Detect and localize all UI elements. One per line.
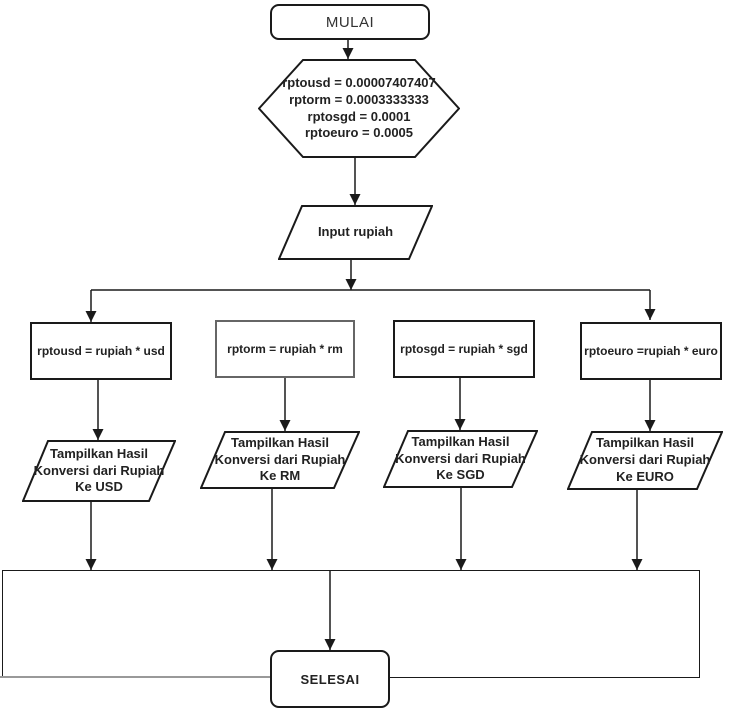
node-input-rupiah: Input rupiah	[278, 205, 433, 260]
start-label: MULAI	[325, 13, 375, 31]
parallelogram-shape	[278, 205, 433, 260]
node-end: SELESAI	[270, 650, 390, 708]
process-usd-label: rptousd = rupiah * usd	[37, 344, 165, 358]
hexagon-shape	[258, 59, 460, 158]
node-process-usd: rptousd = rupiah * usd	[30, 322, 172, 380]
node-output-euro: Tampilkan Hasil Konversi dari Rupiah Ke …	[567, 431, 723, 490]
node-process-euro: rptoeuro =rupiah * euro	[580, 322, 722, 380]
node-process-sgd: rptosgd = rupiah * sgd	[393, 320, 535, 378]
init-rates-text: rptousd = 0.00007407407 rptorm = 0.00033…	[258, 59, 460, 158]
input-rupiah-label: Input rupiah	[317, 224, 394, 240]
init-line: rptosgd = 0.0001	[307, 108, 411, 124]
node-output-usd: Tampilkan Hasil Konversi dari Rupiah Ke …	[22, 440, 176, 502]
output-euro-label: Tampilkan Hasil Konversi dari Rupiah Ke …	[579, 435, 711, 484]
parallelogram-shape	[567, 431, 723, 490]
parallelogram-shape	[200, 431, 360, 489]
process-euro-label: rptoeuro =rupiah * euro	[584, 344, 718, 358]
output-sgd-label: Tampilkan Hasil Konversi dari Rupiah Ke …	[395, 433, 526, 483]
parallelogram-shape	[383, 430, 538, 488]
node-output-rm: Tampilkan Hasil Konversi dari Rupiah Ke …	[200, 431, 360, 489]
parallelogram-shape	[22, 440, 176, 502]
node-init-rates: rptousd = 0.00007407407 rptorm = 0.00033…	[258, 59, 460, 158]
end-label: SELESAI	[300, 671, 360, 687]
node-start: MULAI	[270, 4, 430, 40]
output-usd-label: Tampilkan Hasil Konversi dari Rupiah Ke …	[33, 445, 165, 495]
node-output-sgd: Tampilkan Hasil Konversi dari Rupiah Ke …	[383, 430, 538, 488]
process-sgd-label: rptosgd = rupiah * sgd	[400, 342, 528, 356]
init-line: rptorm = 0.0003333333	[289, 91, 429, 107]
process-rm-label: rptorm = rupiah * rm	[227, 342, 343, 356]
output-rm-label: Tampilkan Hasil Konversi dari Rupiah Ke …	[214, 434, 346, 484]
node-process-rm: rptorm = rupiah * rm	[215, 320, 355, 378]
init-line: rptousd = 0.00007407407	[282, 74, 436, 90]
init-line: rptoeuro = 0.0005	[304, 125, 414, 141]
